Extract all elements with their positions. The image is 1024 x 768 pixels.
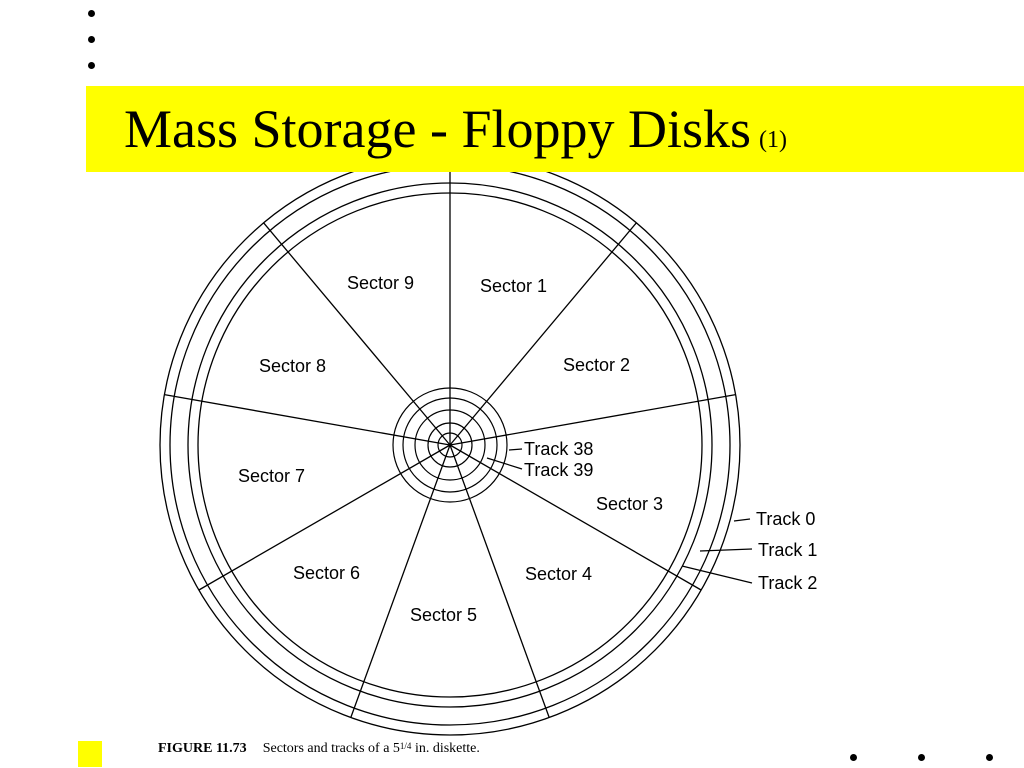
sector-label-4: Sector 4 (525, 564, 592, 584)
sector-label-7: Sector 7 (238, 466, 305, 486)
sector-label-6: Sector 6 (293, 563, 360, 583)
bullet-dot (986, 754, 993, 761)
disk-hub (392, 387, 508, 503)
slide-title: Mass Storage - Floppy Disks (1) (124, 102, 787, 156)
sector-divider (263, 222, 451, 446)
track-39-ring (427, 422, 473, 468)
track-label-0: Track 0 (756, 509, 815, 529)
hub-ring-center (437, 432, 463, 458)
sector-label-8: Sector 8 (259, 356, 326, 376)
sector-label-3: Sector 3 (596, 494, 663, 514)
sector-label-5: Sector 5 (410, 605, 477, 625)
bullet-dots-top-left (88, 10, 100, 88)
figure-caption: FIGURE 11.73 Sectors and tracks of a 51/4… (158, 741, 480, 757)
slide-title-text: Mass Storage - Floppy Disks (124, 99, 752, 159)
sector-label-2: Sector 2 (563, 355, 630, 375)
track-label-39: Track 39 (524, 460, 593, 480)
sector-labels: Sector 1 Sector 2 Sector 3 Sector 4 Sect… (238, 273, 663, 625)
sector-divider (449, 222, 637, 446)
hub-ring-middle (402, 397, 498, 493)
hub-ring-outer (392, 387, 508, 503)
figure-number: FIGURE 11.73 (158, 741, 247, 756)
sector-divider (164, 393, 451, 446)
sector-divider (198, 444, 451, 591)
caption-text-end: in. diskette. (411, 741, 480, 756)
disk-drawing (159, 172, 741, 736)
sector-divider (449, 444, 550, 718)
disk-outer-edge (159, 172, 741, 736)
bullet-dot (88, 62, 95, 69)
bullet-dot (850, 754, 857, 761)
caption-text: Sectors and tracks of a 5 (262, 741, 400, 756)
track-0-ring (169, 172, 731, 726)
sector-divider (449, 393, 736, 446)
corner-highlight-square (78, 741, 102, 767)
sector-label-1: Sector 1 (480, 276, 547, 296)
track-1-leader (699, 548, 753, 552)
track-0-leader (733, 518, 751, 522)
track-2-leader (681, 565, 753, 584)
track-callouts: Track 0 Track 1 Track 2 Track 38 Track 3… (486, 439, 817, 593)
sector-label-9: Sector 9 (347, 273, 414, 293)
sector-divider (449, 444, 702, 591)
bullet-dot (918, 754, 925, 761)
slide-title-suffix: (1) (759, 127, 787, 153)
sector-divider (350, 444, 451, 718)
sector-dividers (164, 172, 736, 718)
track-38-ring (414, 409, 486, 481)
bullet-dot (88, 10, 95, 17)
bullet-dots-bottom-right (850, 754, 1010, 766)
track-38-leader (508, 448, 523, 451)
track-label-38: Track 38 (524, 439, 593, 459)
caption-fraction: 1/4 (399, 741, 412, 751)
title-highlight-band (86, 86, 1024, 172)
track-39-leader (486, 457, 523, 470)
track-label-1: Track 1 (758, 540, 817, 560)
bullet-dot (88, 36, 95, 43)
track-label-2: Track 2 (758, 573, 817, 593)
